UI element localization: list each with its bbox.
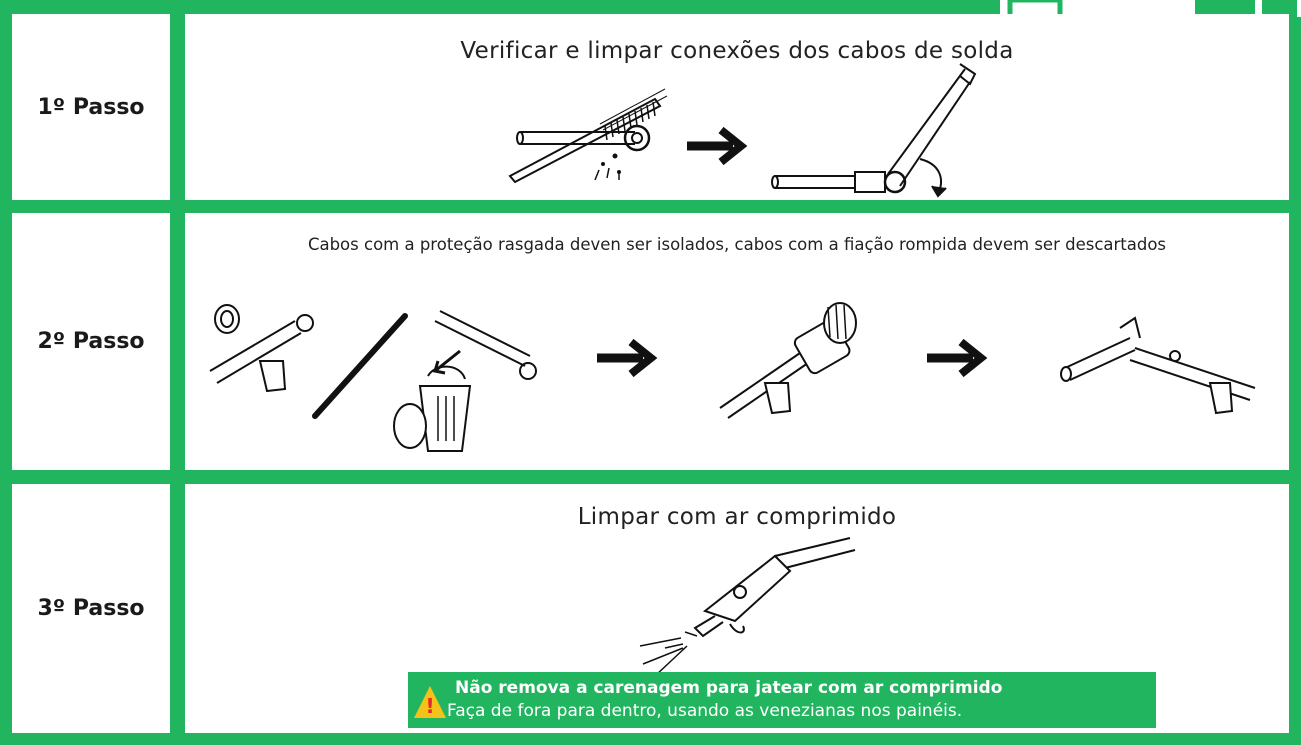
step-2-label: 2º Passo <box>37 329 145 354</box>
step-1-label: 1º Passo <box>37 94 145 120</box>
step-3-label: 3º Passo <box>37 596 145 621</box>
step-3-title: Limpar com ar comprimido <box>577 504 897 530</box>
warning-text: Faça de fora para dentro, usando as vene… <box>447 701 963 721</box>
brand-logo-fragment <box>1000 0 1301 17</box>
step-2-content-cell: Cabos com a proteção rasgada deven ser i… <box>185 213 1289 470</box>
step-2-label-cell: 2º Passo <box>12 213 170 470</box>
warning-title: Não remova a carenagem para jatear com a… <box>455 678 1003 698</box>
wire-brush-icon <box>508 88 668 184</box>
cable-connector-icon <box>719 302 857 419</box>
step-1-title: Verificar e limpar conexões dos cabos de… <box>460 38 1014 64</box>
warning-exclamation: ! <box>425 694 435 718</box>
air-gun-icon <box>639 537 856 677</box>
arrow-right-icon <box>687 126 748 166</box>
step-3-label-cell: 3º Passo <box>12 484 170 733</box>
step-1-label-cell: 1º Passo <box>12 14 170 200</box>
step-2-title: Cabos com a proteção rasgada deven ser i… <box>307 235 1167 254</box>
warning-banner: ! Não remova a carenagem para jatear com… <box>408 672 1156 728</box>
welding-torch-icon <box>1060 316 1256 415</box>
tape-roll-icon <box>209 304 314 393</box>
arrow-right-icon <box>597 338 658 378</box>
wrench-icon <box>771 63 977 198</box>
divider-slash <box>312 313 408 419</box>
step-1-content-cell: Verificar e limpar conexões dos cabos de… <box>185 14 1289 200</box>
arrow-right-icon <box>927 338 988 378</box>
logo-icon <box>1007 0 1297 17</box>
trash-can-icon <box>393 310 537 452</box>
warning-triangle-icon <box>414 686 446 718</box>
